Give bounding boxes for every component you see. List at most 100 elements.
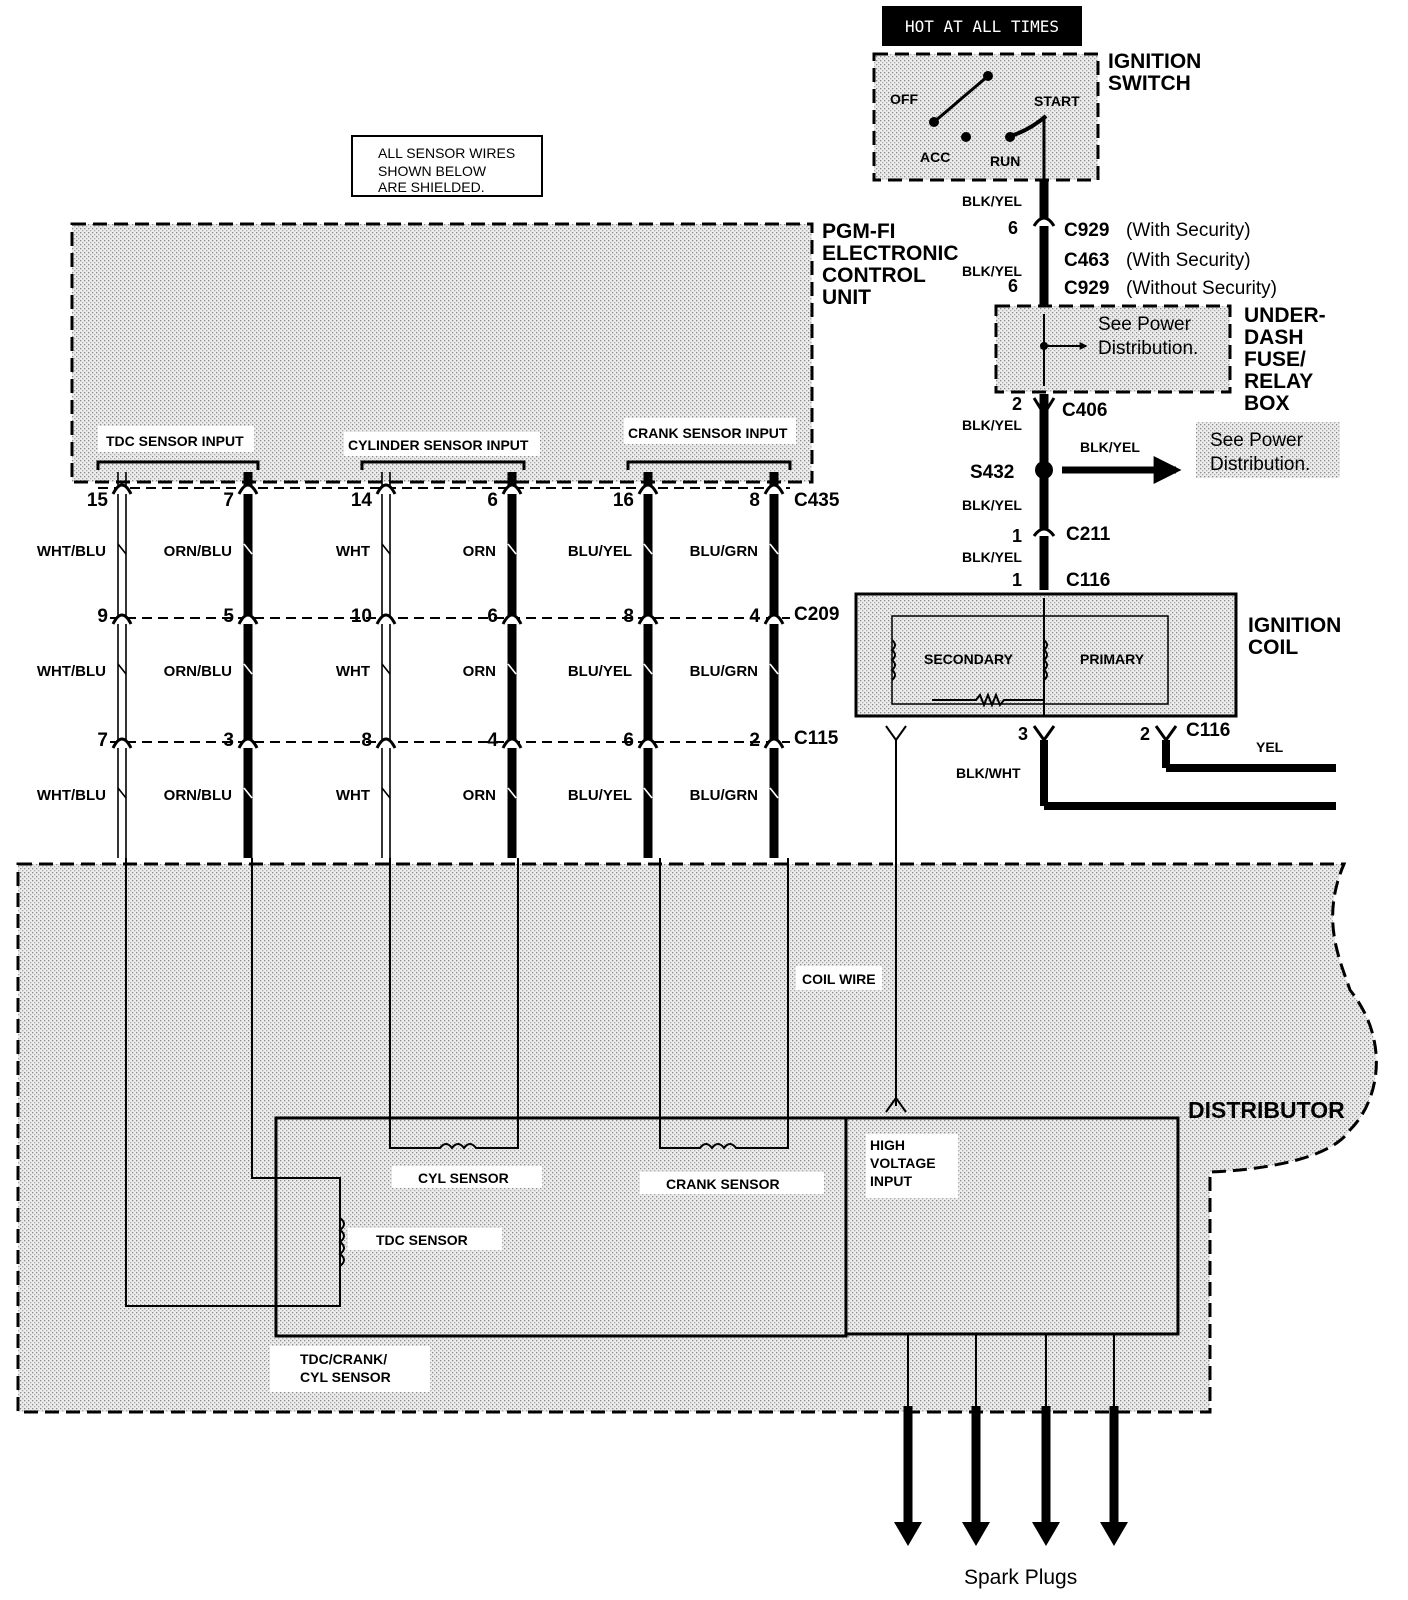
ignition-switch: OFF START ACC RUN xyxy=(872,52,1100,182)
svg-text:C463: C463 xyxy=(1064,250,1109,271)
wire-color-label: WHT xyxy=(336,787,370,804)
ecu-box: TDC SENSOR INPUT CYLINDER SENSOR INPUT C… xyxy=(70,222,814,484)
svg-text:C929: C929 xyxy=(1064,278,1109,299)
wire-color-label: BLU/GRN xyxy=(690,663,758,680)
hot-at-all-times-banner: HOT AT ALL TIMES xyxy=(882,6,1082,46)
wire-color-label: ORN/BLU xyxy=(164,543,232,560)
pin-number: 9 xyxy=(97,606,108,627)
svg-text:COIL: COIL xyxy=(1248,636,1298,659)
pin-number: 8 xyxy=(623,606,634,627)
ignition-switch-title-2: SWITCH xyxy=(1108,72,1191,95)
svg-text:1: 1 xyxy=(1012,526,1022,546)
svg-text:VOLTAGE: VOLTAGE xyxy=(870,1155,936,1171)
shielded-note: ALL SENSOR WIRES SHOWN BELOW ARE SHIELDE… xyxy=(351,135,543,197)
wire-color-label: WHT xyxy=(336,663,370,680)
svg-text:See Power: See Power xyxy=(1098,314,1192,335)
svg-text:BOX: BOX xyxy=(1244,392,1290,415)
svg-text:RELAY: RELAY xyxy=(1244,370,1313,393)
wire-color-label: BLU/GRN xyxy=(690,543,758,560)
wire-color-label: ORN xyxy=(463,543,496,560)
wire-color-label: ORN xyxy=(463,663,496,680)
sensor-wires: 15WHT/BLU9WHT/BLU7WHT/BLU7ORN/BLU5ORN/BL… xyxy=(37,472,785,858)
svg-text:OFF: OFF xyxy=(890,91,918,107)
svg-text:BLK/YEL: BLK/YEL xyxy=(962,263,1022,279)
svg-text:BLK/YEL: BLK/YEL xyxy=(962,497,1022,513)
svg-text:DASH: DASH xyxy=(1244,326,1304,349)
connector-rows xyxy=(98,487,790,743)
svg-text:HIGH: HIGH xyxy=(870,1137,905,1153)
svg-text:(With Security): (With Security) xyxy=(1126,220,1251,241)
svg-text:ARE SHIELDED.: ARE SHIELDED. xyxy=(378,179,485,195)
svg-text:PRIMARY: PRIMARY xyxy=(1080,651,1145,667)
svg-text:CYLINDER SENSOR INPUT: CYLINDER SENSOR INPUT xyxy=(348,437,529,453)
pin-number: 2 xyxy=(749,730,760,751)
svg-text:COIL WIRE: COIL WIRE xyxy=(802,971,876,987)
coil-output-wires xyxy=(1040,740,1336,810)
pin-number: 10 xyxy=(351,606,372,627)
svg-text:TDC SENSOR INPUT: TDC SENSOR INPUT xyxy=(106,433,244,449)
svg-text:YEL: YEL xyxy=(1256,739,1284,755)
wire-color-label: ORN xyxy=(463,787,496,804)
svg-text:DISTRIBUTOR: DISTRIBUTOR xyxy=(1188,1097,1345,1123)
svg-text:BLK/YEL: BLK/YEL xyxy=(962,193,1022,209)
svg-text:SECONDARY: SECONDARY xyxy=(924,651,1014,667)
svg-text:1: 1 xyxy=(1012,570,1022,590)
svg-text:C116: C116 xyxy=(1186,720,1230,741)
wire-color-label: WHT/BLU xyxy=(37,663,106,680)
svg-text:(With Security): (With Security) xyxy=(1126,250,1251,271)
see-power-distribution-box: See Power Distribution. xyxy=(1196,422,1340,478)
svg-text:CYL SENSOR: CYL SENSOR xyxy=(300,1369,391,1385)
svg-text:BLK/YEL: BLK/YEL xyxy=(962,549,1022,565)
svg-text:C406: C406 xyxy=(1062,400,1107,421)
svg-text:INPUT: INPUT xyxy=(870,1173,912,1189)
svg-text:CYL SENSOR: CYL SENSOR xyxy=(418,1170,509,1186)
pin-number: 14 xyxy=(351,490,373,511)
svg-text:UNDER-: UNDER- xyxy=(1244,304,1326,327)
tdc-crank-cyl-sensor: CYL SENSOR CRANK SENSOR TDC SENSOR HIGH … xyxy=(125,858,1180,1392)
svg-text:3: 3 xyxy=(1018,724,1028,744)
pin-number: 8 xyxy=(361,730,372,751)
svg-text:See Power: See Power xyxy=(1210,430,1304,451)
svg-text:CRANK SENSOR INPUT: CRANK SENSOR INPUT xyxy=(628,425,788,441)
wire-color-label: BLU/YEL xyxy=(568,663,632,680)
coil-wire: COIL WIRE xyxy=(796,725,907,1113)
svg-text:C116: C116 xyxy=(1066,570,1110,591)
pin-number: 5 xyxy=(223,606,234,627)
svg-text:C435: C435 xyxy=(794,490,840,511)
svg-text:START: START xyxy=(1034,93,1080,109)
svg-text:C209: C209 xyxy=(794,604,839,625)
svg-text:TDC SENSOR: TDC SENSOR xyxy=(376,1232,468,1248)
wire-color-label: BLU/YEL xyxy=(568,543,632,560)
pin-number: 4 xyxy=(749,606,760,627)
wire-color-label: WHT/BLU xyxy=(37,787,106,804)
svg-text:BLK/YEL: BLK/YEL xyxy=(1080,439,1140,455)
svg-text:Distribution.: Distribution. xyxy=(1098,338,1198,359)
svg-text:2: 2 xyxy=(1140,724,1150,744)
svg-text:6: 6 xyxy=(1008,218,1018,238)
svg-text:SHOWN BELOW: SHOWN BELOW xyxy=(378,163,487,179)
pin-number: 3 xyxy=(223,730,234,751)
svg-text:C115: C115 xyxy=(794,728,839,749)
wire-color-label: BLU/YEL xyxy=(568,787,632,804)
svg-text:IGNITION: IGNITION xyxy=(1248,614,1341,637)
svg-text:BLK/WHT: BLK/WHT xyxy=(956,765,1021,781)
splice-s432 xyxy=(1035,461,1053,479)
pin-number: 15 xyxy=(87,490,109,511)
pin-number: 7 xyxy=(97,730,108,751)
pin-number: 4 xyxy=(487,730,498,751)
svg-text:C929: C929 xyxy=(1064,220,1109,241)
pin-number: 7 xyxy=(223,490,234,511)
wire-color-label: WHT xyxy=(336,543,370,560)
wire-color-label: WHT/BLU xyxy=(37,543,106,560)
svg-text:RUN: RUN xyxy=(990,153,1020,169)
svg-text:S432: S432 xyxy=(970,462,1014,483)
ignition-coil: SECONDARY PRIMARY xyxy=(854,592,1238,718)
svg-text:ALL SENSOR WIRES: ALL SENSOR WIRES xyxy=(378,145,515,161)
pin-number: 6 xyxy=(623,730,634,751)
svg-text:2: 2 xyxy=(1012,394,1022,414)
